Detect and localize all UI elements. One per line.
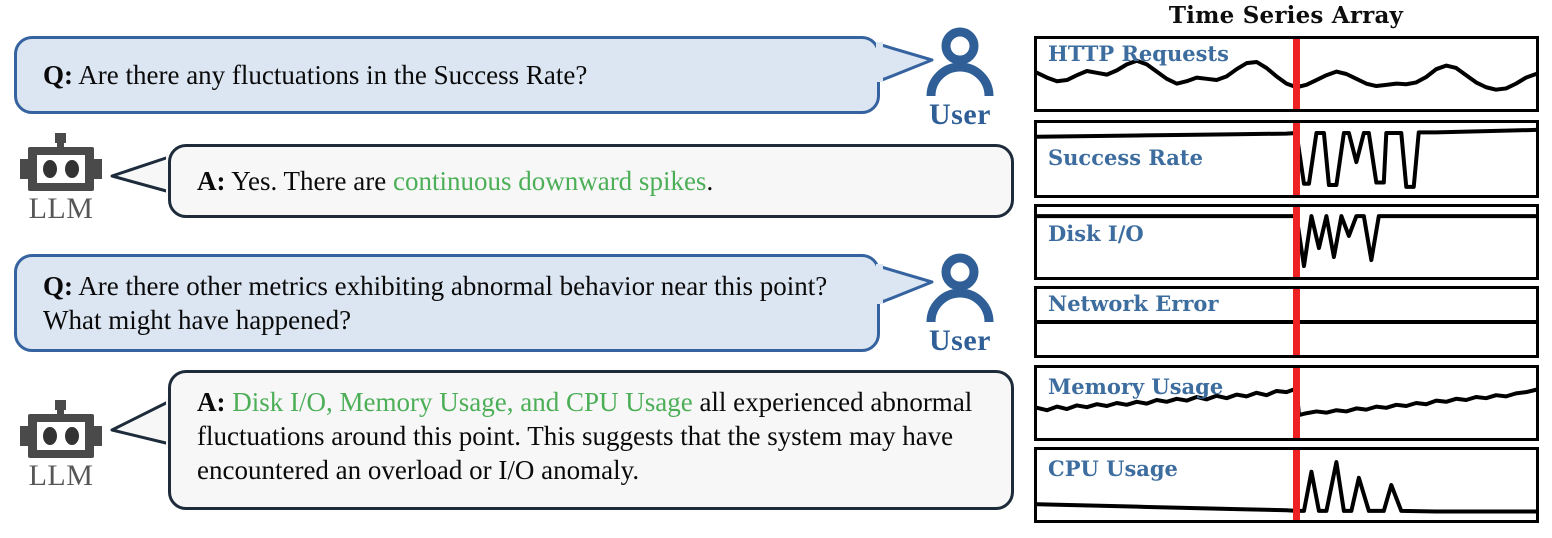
robot-icon: [20, 133, 102, 191]
ts-plot-success-rate: [1037, 123, 1536, 195]
chat-bubble-llm-answer-2[interactable]: A: Disk I/O, Memory Usage, and CPU Usage…: [168, 370, 1014, 510]
ts-panel-memory-usage[interactable]: Memory Usage: [1034, 365, 1539, 441]
bubble-tail-llm-1: [104, 150, 176, 198]
robot-icon: [20, 400, 102, 458]
avatar-label-llm: LLM: [28, 459, 94, 492]
chat-bubble-llm-answer-1[interactable]: A: Yes. There are continuous downward sp…: [168, 144, 1014, 218]
avatar-user-1: User: [917, 26, 1003, 132]
ts-panel-cpu-usage[interactable]: CPU Usage: [1034, 447, 1539, 523]
question-text: Are there other metrics exhibiting abnor…: [43, 271, 828, 335]
ts-plot-disk-io: [1037, 207, 1536, 277]
answer-highlight: Disk I/O, Memory Usage, and CPU Usage: [232, 387, 693, 417]
ts-panel-disk-io[interactable]: Disk I/O: [1034, 204, 1539, 280]
user-icon: [926, 27, 994, 97]
bubble-tail-llm-2: [104, 396, 176, 452]
time-series-array-title: Time Series Array: [1168, 2, 1404, 29]
answer-highlight: continuous downward spikes: [392, 166, 707, 196]
bubble-tail-user-2: [876, 262, 936, 308]
avatar-user-2: User: [917, 252, 1003, 358]
question-prefix: Q:: [43, 60, 73, 90]
avatar-llm-1: LLM: [14, 133, 108, 226]
avatar-label-llm: LLM: [28, 192, 94, 225]
answer-prefix: A:: [197, 387, 226, 417]
avatar-label-user: User: [929, 324, 991, 357]
answer-prefix: A:: [197, 166, 226, 196]
ts-plot-cpu-usage: [1037, 450, 1536, 520]
answer-text-after: all experienced abnormal fluctuations ar…: [197, 387, 973, 485]
bubble-text: A: Disk I/O, Memory Usage, and CPU Usage…: [171, 373, 1011, 487]
answer-text-before: Yes. There are: [225, 166, 393, 196]
user-icon: [926, 253, 994, 323]
ts-panel-success-rate[interactable]: Success Rate: [1034, 120, 1539, 198]
bubble-text: Q: Are there other metrics exhibiting ab…: [17, 269, 877, 337]
chat-bubble-user-question-2[interactable]: Q: Are there other metrics exhibiting ab…: [14, 254, 880, 352]
answer-text-after: .: [706, 166, 714, 196]
ts-plot-memory-usage: [1037, 368, 1536, 438]
avatar-label-user: User: [929, 98, 991, 131]
question-prefix: Q:: [43, 271, 73, 301]
time-series-array-panel: Time Series Array HTTP Requests Success …: [1020, 0, 1552, 538]
bubble-text: Q: Are there any fluctuations in the Suc…: [17, 58, 877, 92]
bubble-tail-user-1: [876, 40, 936, 86]
question-text: Are there any fluctuations in the Succes…: [73, 60, 588, 90]
ts-panel-network-error[interactable]: Network Error: [1034, 286, 1539, 358]
ts-panel-http-requests[interactable]: HTTP Requests: [1034, 36, 1539, 112]
ts-plot-network-error: [1037, 289, 1536, 355]
ts-plot-http-requests: [1037, 39, 1536, 109]
avatar-llm-2: LLM: [14, 400, 108, 493]
chat-bubble-user-question-1[interactable]: Q: Are there any fluctuations in the Suc…: [14, 36, 880, 114]
conversation-panel: Q: Are there any fluctuations in the Suc…: [14, 26, 1014, 510]
bubble-text: A: Yes. There are continuous downward sp…: [171, 164, 1011, 198]
